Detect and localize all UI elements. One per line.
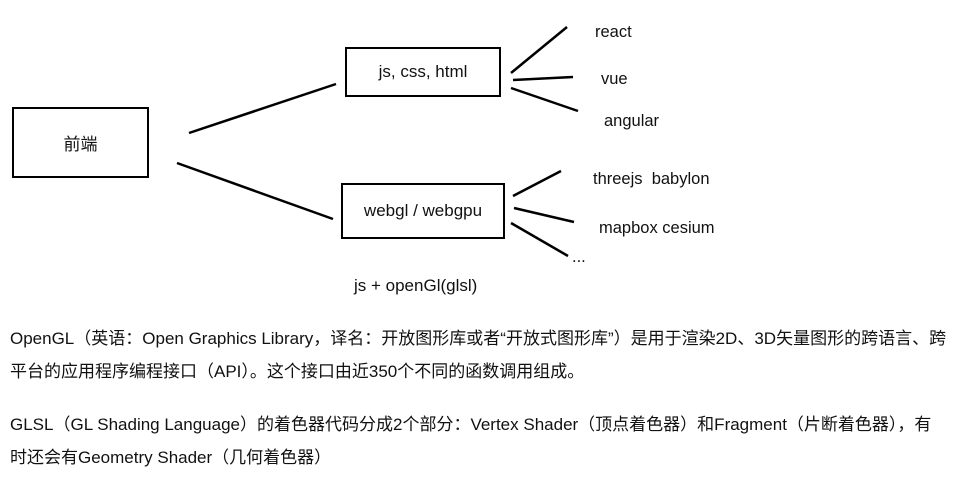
leaf-mapbox-cesium: mapbox cesium: [599, 219, 715, 237]
edge-web-to-angular: [510, 86, 579, 113]
leaf-react: react: [595, 23, 632, 41]
note-opengl: OpenGL（英语：Open Graphics Library，译名：开放图形库…: [10, 329, 947, 382]
edge-gl-to-more: [510, 221, 569, 258]
leaf-threejs-babylon: threejs babylon: [593, 170, 710, 188]
edge-gl-to-mapbox: [513, 206, 575, 224]
edge-gl-to-threejs: [512, 169, 562, 198]
leaf-angular: angular: [604, 112, 660, 130]
caption-js-opengl: js + openGl(glsl): [354, 276, 478, 295]
node-webgl-webgpu: webgl / webgpu: [341, 183, 505, 239]
note-glsl: GLSL（GL Shading Language）的着色器代码分成2个部分：Ve…: [10, 415, 932, 468]
node-frontend-label: 前端: [63, 135, 98, 154]
edge-root-to-web: [188, 82, 337, 135]
leaf-ellipsis: ...: [572, 248, 586, 266]
node-frontend: 前端: [12, 107, 149, 178]
edge-web-to-react: [510, 26, 568, 74]
edge-root-to-gl: [176, 161, 334, 221]
node-js-css-html-label: js, css, html: [378, 62, 468, 81]
leaf-vue: vue: [601, 70, 628, 88]
node-js-css-html: js, css, html: [345, 47, 501, 97]
edge-web-to-vue: [512, 75, 574, 82]
node-webgl-webgpu-label: webgl / webgpu: [363, 201, 483, 220]
